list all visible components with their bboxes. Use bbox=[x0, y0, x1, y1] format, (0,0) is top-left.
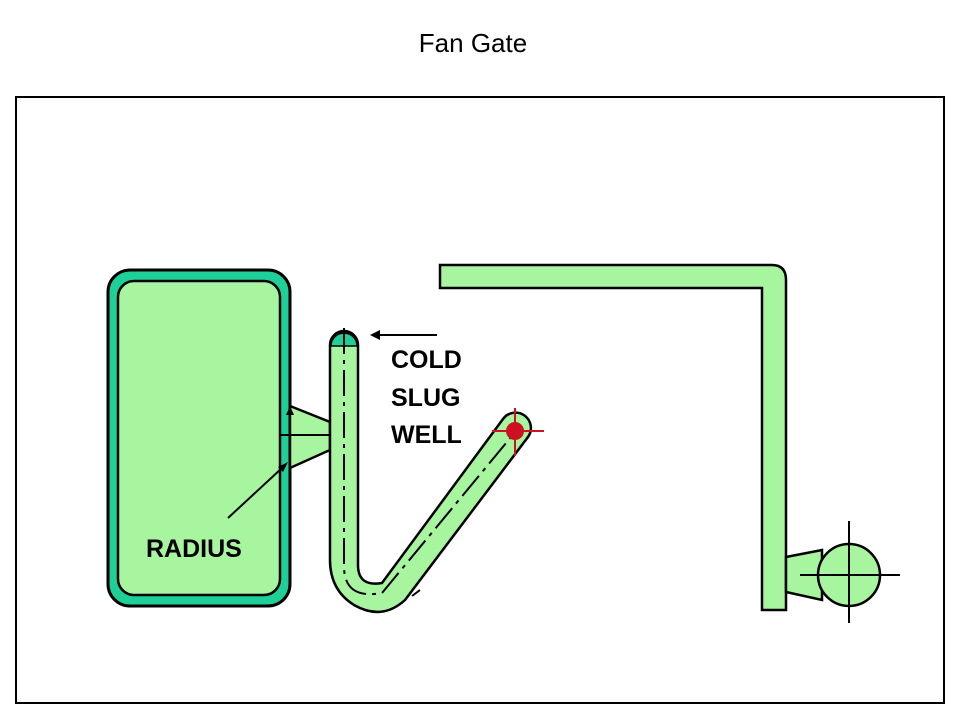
well-label: WELL bbox=[391, 421, 462, 449]
part-cavity bbox=[106, 268, 292, 608]
right-l-runner bbox=[438, 263, 788, 612]
part-inner-body bbox=[116, 279, 282, 597]
runner-centerline bbox=[343, 328, 517, 596]
radius-arrow bbox=[227, 462, 288, 519]
runner bbox=[328, 329, 533, 614]
runner-end-tick bbox=[411, 589, 421, 597]
gate-radius-arrow bbox=[286, 406, 294, 465]
sprue-marker bbox=[492, 408, 544, 456]
page-title: Fan Gate bbox=[418, 28, 528, 58]
second-part bbox=[800, 521, 900, 623]
slug-label: SLUG bbox=[391, 384, 460, 412]
cold-label: COLD bbox=[391, 346, 462, 374]
cold-slug-arrow bbox=[370, 330, 437, 340]
radius-label: RADIUS bbox=[146, 535, 242, 563]
